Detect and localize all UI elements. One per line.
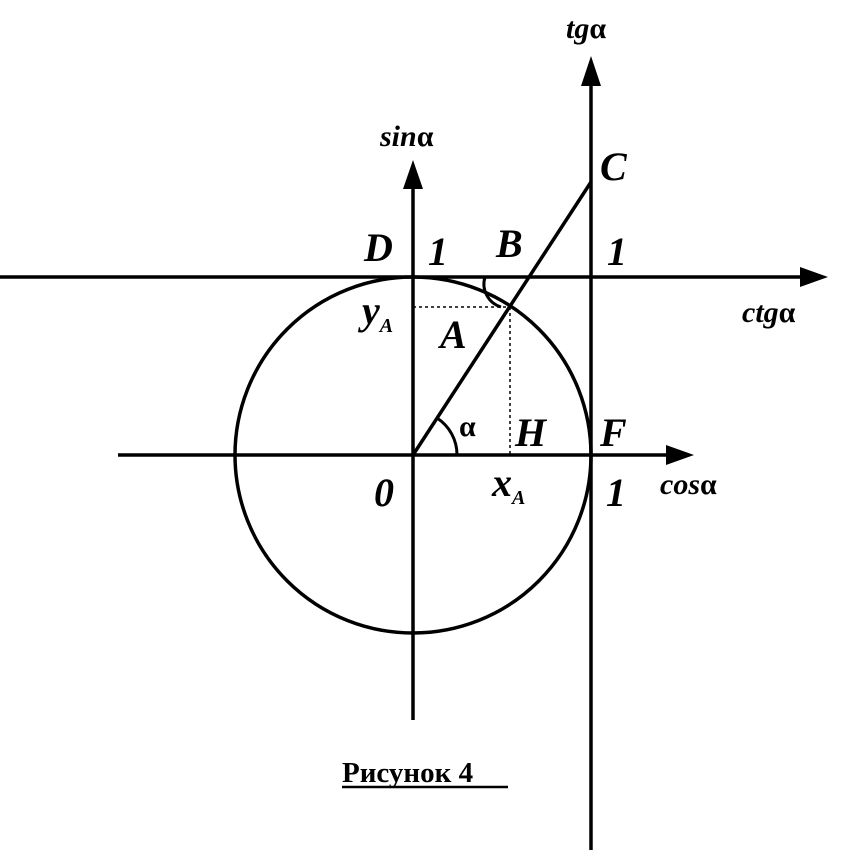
cos-axis-arrow xyxy=(666,445,694,465)
x-a-label: xA xyxy=(491,460,525,509)
tg-axis-arrow xyxy=(581,56,601,86)
tg-axis-label: tgα xyxy=(566,12,606,45)
x-a-main: x xyxy=(491,460,512,505)
tg-one-label: 1 xyxy=(607,229,627,274)
tg-axis-greek: α xyxy=(589,12,606,45)
ray-oc xyxy=(411,181,593,456)
cos-axis-label: cosα xyxy=(660,468,717,501)
ctg-axis-label: ctgα xyxy=(742,296,796,329)
ctg-axis-main: ctg xyxy=(742,296,779,329)
angle-at-b-arc xyxy=(482,276,502,309)
origin-label: 0 xyxy=(374,470,394,515)
unit-circle xyxy=(233,275,593,635)
y-a-subscript: A xyxy=(378,315,393,337)
point-c-label: C xyxy=(600,144,628,189)
y-a-main: y xyxy=(358,288,380,333)
sin-one-label: 1 xyxy=(428,229,448,274)
point-f-label: F xyxy=(599,410,627,455)
sin-axis-arrow xyxy=(403,160,423,189)
sin-axis-greek: α xyxy=(417,120,434,153)
cos-one-label: 1 xyxy=(606,470,626,515)
cos-axis-greek: α xyxy=(700,468,717,501)
cos-axis-main: cos xyxy=(660,468,700,501)
angle-alpha-arc xyxy=(436,416,459,456)
sin-axis-main: sin xyxy=(379,120,417,153)
tg-axis-main: tg xyxy=(566,12,589,45)
figure-caption: Рисунок 4 xyxy=(342,757,473,789)
point-d-label: D xyxy=(363,225,393,270)
y-a-label: yA xyxy=(358,288,393,337)
point-a-label: A xyxy=(437,312,467,357)
point-h-label: H xyxy=(514,410,548,455)
point-b-label: B xyxy=(495,221,523,266)
sin-axis-label: sinα xyxy=(379,120,434,153)
ctg-axis-arrow xyxy=(800,267,828,287)
ctg-axis-greek: α xyxy=(779,296,796,329)
angle-alpha-label: α xyxy=(459,410,476,443)
x-a-subscript: A xyxy=(510,487,525,509)
